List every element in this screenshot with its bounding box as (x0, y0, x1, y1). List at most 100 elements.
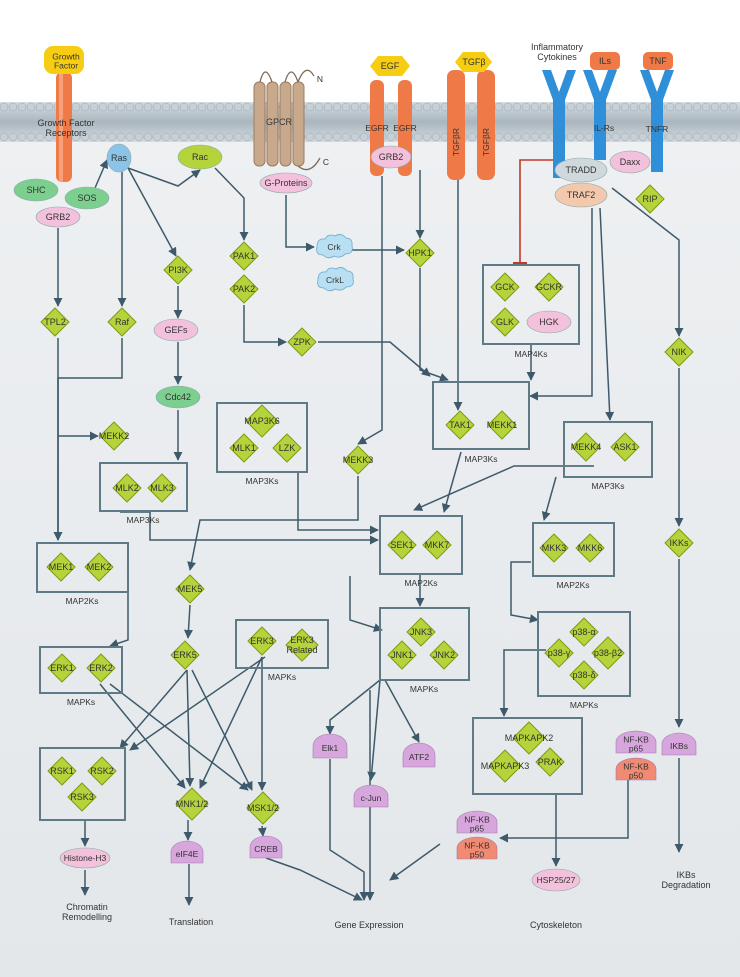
traf2-node[interactable]: TRAF2 (554, 182, 608, 208)
pak1-node[interactable]: PAK1 (229, 241, 259, 271)
pak2-node[interactable]: PAK2 (229, 274, 259, 304)
ikks-node[interactable]: IKKs (664, 528, 694, 558)
mlk3-node[interactable]: MLK3 (147, 473, 177, 503)
p38a-label: p38-α (572, 627, 595, 637)
p38a-node[interactable]: p38-α (569, 617, 599, 647)
tpl2-node[interactable]: TPL2 (40, 307, 70, 337)
map3k6-label: MAP3K6 (244, 416, 280, 426)
gefs-node[interactable]: GEFs (153, 318, 199, 342)
jnk3-node[interactable]: JNK3 (406, 617, 436, 647)
rac-node[interactable]: Rac (177, 144, 223, 170)
gckr-node[interactable]: GCKR (534, 272, 564, 302)
erk5-node[interactable]: ERK5 (170, 640, 200, 670)
crkl-node[interactable]: CrkL (317, 267, 354, 292)
mapks-jnk-label: MAPKs (410, 684, 438, 694)
crk-node[interactable]: Crk (316, 234, 353, 259)
hsp2527-node[interactable]: HSP25/27 (531, 868, 581, 892)
jnk3-label: JNK3 (410, 627, 432, 637)
rip-node[interactable]: RIP (635, 184, 665, 214)
p38d-node[interactable]: p38-δ (569, 660, 599, 690)
edge-37 (109, 590, 129, 648)
mek5-node[interactable]: MEK5 (175, 574, 205, 604)
map3ks-mlk-box (216, 402, 308, 473)
ask1-label: ASK1 (613, 442, 636, 452)
mkk6-node[interactable]: MKK6 (575, 533, 605, 563)
rsk1-node[interactable]: RSK1 (47, 756, 77, 786)
sek1-node[interactable]: SEK1 (387, 530, 417, 560)
raf-node[interactable]: Raf (107, 307, 137, 337)
ask1-node[interactable]: ASK1 (610, 432, 640, 462)
erk3-node[interactable]: ERK3 (247, 626, 277, 656)
mlk1-node[interactable]: MLK1 (229, 433, 259, 463)
mapks-erk-box (39, 646, 123, 694)
grb2-left-node[interactable]: GRB2 (35, 206, 81, 228)
mkk3-node[interactable]: MKK3 (539, 533, 569, 563)
prak-node[interactable]: PRAK (535, 747, 565, 777)
cjun-node[interactable]: c-Jun (353, 784, 389, 808)
atf2-node[interactable]: ATF2 (402, 742, 436, 768)
group-boxes (36, 264, 653, 821)
mlk1-label: MLK1 (232, 443, 256, 453)
lzk-node[interactable]: LZK (272, 433, 302, 463)
mek2-node[interactable]: MEK2 (84, 552, 114, 582)
mek1-node[interactable]: MEK1 (46, 552, 76, 582)
rsk3-node[interactable]: RSK3 (67, 782, 97, 812)
p38b2-node[interactable]: p38-β2 (591, 636, 625, 670)
mekk1-node[interactable]: MEKK1 (487, 410, 518, 440)
elk1-node[interactable]: Elk1 (312, 733, 348, 759)
hgk-node[interactable]: HGK (526, 310, 572, 334)
zpk-node[interactable]: ZPK (287, 327, 317, 357)
cdc42-node[interactable]: Cdc42 (155, 385, 201, 409)
g-proteins-node[interactable]: G-Proteins (259, 172, 313, 194)
histone-h3-node[interactable]: Histone-H3 (59, 847, 111, 869)
tak1-node[interactable]: TAK1 (445, 410, 475, 440)
hpk1-node[interactable]: HPK1 (405, 238, 435, 268)
glk-node[interactable]: GLK (490, 307, 520, 337)
grb2-egfr-label: GRB2 (379, 152, 404, 162)
msk12-node[interactable]: MSK1/2 (246, 791, 280, 825)
daxx-node[interactable]: Daxx (609, 150, 651, 174)
erk2-node[interactable]: ERK2 (86, 653, 116, 683)
gefs-label: GEFs (164, 325, 188, 335)
tradd-node[interactable]: TRADD (554, 157, 608, 183)
mapkapk3-node[interactable]: MAPKAPK3 (481, 749, 530, 783)
map2ks-mek-label: MAP2Ks (65, 596, 98, 606)
mnk12-node[interactable]: MNK1/2 (175, 787, 209, 821)
ikbs-node[interactable]: IΚBs (661, 732, 697, 756)
mapkapk2-node[interactable]: MAPKAPK2 (505, 721, 554, 755)
erk1-node[interactable]: ERK1 (47, 653, 77, 683)
p38g-node[interactable]: p38-γ (544, 638, 574, 668)
creb-node[interactable]: CREB (249, 835, 283, 859)
edge-27 (541, 476, 557, 521)
cytoskeleton-label: Cytoskeleton (530, 920, 582, 930)
jnk1-node[interactable]: JNK1 (387, 640, 417, 670)
jnk2-node[interactable]: JNK2 (429, 640, 459, 670)
crk-label: Crk (327, 242, 341, 252)
mekk3-node[interactable]: MEKK3 (343, 445, 374, 475)
mekk2-node[interactable]: MEKK2 (99, 421, 130, 451)
tpl2-label: TPL2 (44, 317, 66, 327)
eif4e-node[interactable]: eIF4E (170, 840, 204, 864)
pi3k-node[interactable]: PI3K (163, 255, 193, 285)
atf2-label: ATF2 (409, 752, 429, 762)
erk1-label: ERK1 (50, 663, 74, 673)
mekk4-node[interactable]: MEKK4 (571, 432, 602, 462)
mkk7-node[interactable]: MKK7 (422, 530, 452, 560)
ras-node[interactable]: Ras (106, 143, 132, 173)
gck-node[interactable]: GCK (490, 272, 520, 302)
rsk2-node[interactable]: RSK2 (87, 756, 117, 786)
nik-node[interactable]: NIK (664, 337, 694, 367)
rsk-box (39, 747, 126, 821)
mlk2-node[interactable]: MLK2 (112, 473, 142, 503)
map3k6-node[interactable]: MAP3K6 (244, 404, 280, 438)
grb2-egfr-node[interactable]: GRB2 (370, 145, 412, 169)
sos-node[interactable]: SOS (64, 186, 110, 210)
shc-node[interactable]: SHC (13, 178, 59, 202)
